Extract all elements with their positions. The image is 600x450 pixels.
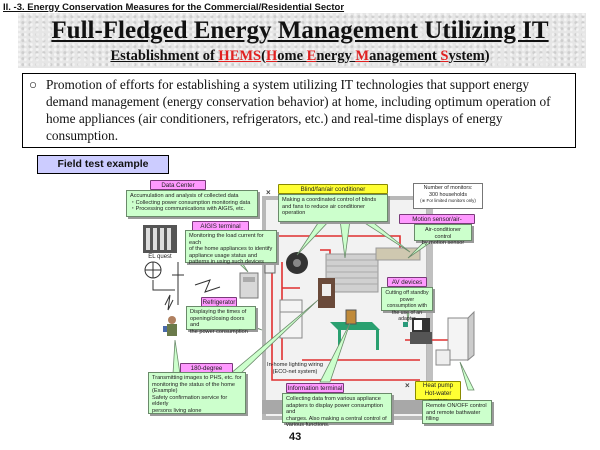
callout-line: operation — [282, 210, 306, 217]
av-device-icon — [403, 318, 432, 344]
fan-icon — [286, 252, 308, 274]
note-line: (※ For limited monitors only) — [420, 198, 476, 204]
aigis-device — [239, 262, 276, 299]
callout-line: and remote bathwater — [426, 409, 481, 416]
callout-line: Air-conditioner control — [424, 227, 462, 240]
subtitle-letter: S — [440, 48, 449, 64]
callout-line: Transmitting images to PHS, etc. for — [152, 375, 242, 381]
callout-line: by motion sensor — [421, 240, 465, 247]
subtitle-paren: ( — [261, 48, 266, 64]
callout-line: various functions. — [286, 422, 330, 429]
antenna-icon — [144, 261, 221, 311]
description-text: Promotion of efforts for establishing a … — [46, 77, 551, 143]
subtitle-prefix: Establishment of — [110, 48, 219, 64]
label-line: In-home lighting wiring — [267, 362, 323, 368]
camera-icon — [318, 278, 335, 308]
table-icon — [330, 309, 380, 350]
note-line: Number of monitors: — [423, 185, 473, 191]
callout-line: adapters to display power consumption an… — [286, 402, 384, 416]
callout-motion-sensor: Air-conditioner control by motion sensor — [414, 224, 472, 246]
tag-heat-pump: Heat pump Hot-water system — [415, 381, 461, 405]
subtitle-word: ome — [277, 48, 307, 64]
callout-refrigerator: Displaying the times of opening/closing … — [186, 306, 256, 335]
callout-line: ・Collecting power consumption monitoring… — [130, 199, 251, 206]
callout-line: appliance usage status and — [189, 252, 258, 259]
callout-camera: Transmitting images to PHS, etc. for mon… — [148, 372, 246, 414]
page-title: Full-Fledged Energy Management Utilizing… — [0, 17, 600, 45]
note-line: 300 households — [428, 191, 468, 198]
building-label: EL quest — [148, 254, 172, 260]
callout-line: Displaying the times of — [190, 309, 247, 315]
callout-line: Collecting data from various appliance — [286, 396, 381, 402]
wiring-label: In-home lighting wiring (ECO-net system) — [266, 362, 324, 376]
callout-line: power consumption with — [386, 296, 428, 310]
subtitle-paren: ) — [484, 48, 490, 64]
callout-line: ・Processing communications with AIGIS, e… — [130, 206, 246, 213]
subtitle-letter: M — [355, 48, 370, 64]
callout-line: charges. Also making a central control o… — [286, 415, 387, 422]
section-header: II. -3. Energy Conservation Measures for… — [3, 2, 345, 13]
callout-line: and fans to reduce air conditioner — [282, 203, 366, 210]
callout-blind-fan-ac: Making a coordinated control of blinds a… — [278, 194, 388, 222]
field-test-label: Field test example — [37, 155, 169, 174]
callout-heat-pump: Remote ON/OFF control and remote bathwat… — [422, 400, 492, 424]
tag-data-center: Data Center — [150, 180, 206, 190]
callout-line: Making a coordinated control of blinds — [282, 197, 377, 203]
page-title-text: Full-Fledged Energy Management Utilizing… — [51, 17, 549, 44]
building-icon — [143, 225, 177, 253]
bullet-icon: ○ — [29, 77, 38, 92]
callout-aigis-terminal: Monitoring the load current for each of … — [185, 230, 277, 266]
subtitle-word: nergy — [316, 48, 356, 64]
callout-line: monitoring the status of the home — [152, 381, 236, 388]
subtitle-word: anagement — [369, 48, 441, 64]
tag-av-devices: AV devices — [387, 277, 427, 287]
page-subtitle: Establishment of HEMS(Home Energy Manage… — [0, 48, 600, 65]
heat-pump-icon — [435, 310, 475, 366]
callout-line: opening/closing doors and — [190, 315, 245, 329]
subtitle-letter: E — [306, 48, 317, 64]
monitor-count-note: Number of monitors: 300 households (※ Fo… — [413, 183, 483, 209]
callout-line: persons living alone — [152, 407, 202, 414]
label-line: (ECO-net system) — [272, 369, 318, 375]
callout-line: Cutting off standby — [385, 290, 429, 296]
callout-info-terminal: Collecting data from various appliance a… — [282, 393, 392, 428]
callout-line: Remote ON/OFF control — [426, 403, 487, 409]
close-icon[interactable]: × — [405, 381, 410, 390]
subtitle-word: ystem — [448, 48, 485, 64]
callout-av-devices: Cutting off standby power consumption wi… — [381, 287, 433, 322]
callout-line: Safety confirmation service for elderly — [152, 394, 228, 408]
callout-line: the use of an adapter — [392, 309, 422, 323]
callout-line: filling — [426, 416, 439, 423]
description-box: ○ Promotion of efforts for establishing … — [22, 73, 576, 148]
title-band — [18, 13, 586, 68]
callout-line: patterns in using such devices — [189, 259, 264, 266]
tag-info-terminal: Information terminal — [286, 383, 344, 393]
close-icon[interactable]: × — [266, 188, 271, 197]
subtitle-acronym: HEMS — [218, 48, 262, 64]
callout-line: Monitoring the load current for each — [189, 233, 264, 246]
callout-line: the power consumption — [190, 328, 248, 335]
callout-data-center: Accumulation and analysis of collected d… — [126, 190, 258, 217]
callout-line: Accumulation and analysis of collected d… — [130, 193, 239, 199]
page-number: 43 — [289, 431, 302, 443]
person-icon — [163, 316, 177, 336]
callout-line: (Example) — [152, 388, 178, 395]
tag-motion-sensor: Motion sensor/air-conditioner — [399, 214, 475, 232]
callout-line: of the home appliances to identify — [189, 246, 273, 253]
subtitle-letter: H — [265, 48, 278, 64]
tag-blind-fan-ac: Blind/fan/air conditioner — [278, 184, 388, 194]
